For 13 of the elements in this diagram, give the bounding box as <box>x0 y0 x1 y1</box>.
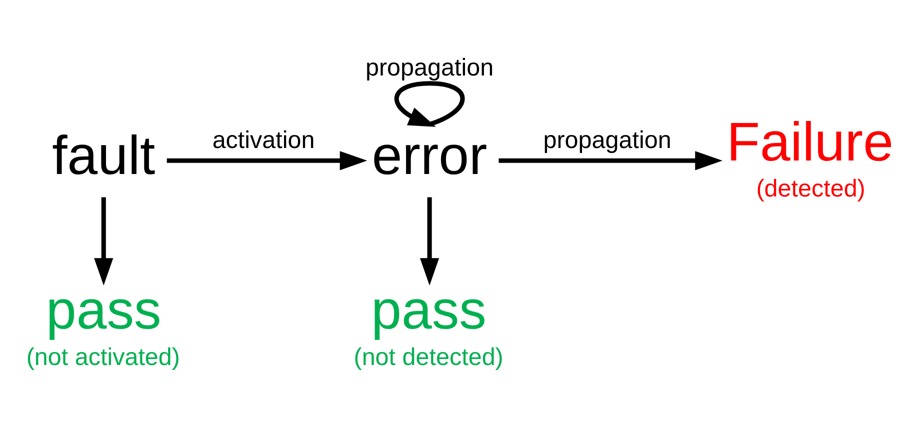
node-text: fault <box>52 124 156 186</box>
edge-label: propagation <box>365 54 494 82</box>
arrow <box>166 151 368 170</box>
arrow <box>498 151 722 170</box>
arrow <box>420 197 440 286</box>
edge-label: propagation <box>543 127 672 154</box>
node-text: Failure (detected) <box>726 111 894 203</box>
node-text: error <box>372 124 488 186</box>
edge-label: activation <box>212 127 315 154</box>
arrow <box>394 81 465 127</box>
arrow <box>94 197 114 286</box>
node-text: pass (not activated) <box>26 280 180 371</box>
node-text: pass (not detected) <box>354 280 504 371</box>
